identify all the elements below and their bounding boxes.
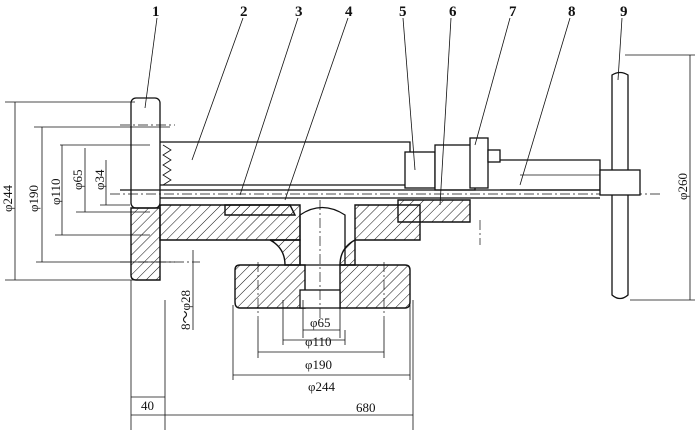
bonnet-body [160,137,601,191]
dim-flange-65: φ65 [70,169,85,190]
part-number-9: 9 [620,4,628,20]
dim-bottom-110: φ110 [305,334,332,349]
dim-bottom-244: φ244 [308,379,336,394]
dim-handwheel-260: φ260 [675,173,690,200]
part-number-6: 6 [449,4,457,20]
dim-flange-244: φ244 [0,184,15,212]
bottom-dimension-lines [130,280,414,430]
left-flange [120,97,200,281]
dim-flange-110: φ110 [48,178,63,205]
part-number-7: 7 [509,4,517,20]
part-number-8: 8 [568,4,576,20]
dim-bottom-190: φ190 [305,357,332,372]
part-number-4: 4 [345,4,353,20]
part-number-1: 1 [152,4,160,20]
handwheel [599,71,641,300]
part-number-leaders [144,17,623,206]
part-numbers: 1 2 3 4 5 6 7 8 9 [152,4,628,20]
dim-flange-34: φ34 [92,169,107,190]
dim-offset-40: 40 [141,398,154,413]
dim-flange-190: φ190 [26,185,41,212]
part-number-2: 2 [240,4,248,20]
dim-bottom-65: φ65 [310,315,331,330]
dim-bolt-holes: 8～φ28 [178,290,193,330]
part-number-5: 5 [399,4,407,20]
valve-body [159,199,481,320]
dim-total-680: 680 [356,400,376,415]
left-dimension-lines [5,101,175,281]
valve-stem [110,189,660,199]
part-number-3: 3 [295,4,303,20]
